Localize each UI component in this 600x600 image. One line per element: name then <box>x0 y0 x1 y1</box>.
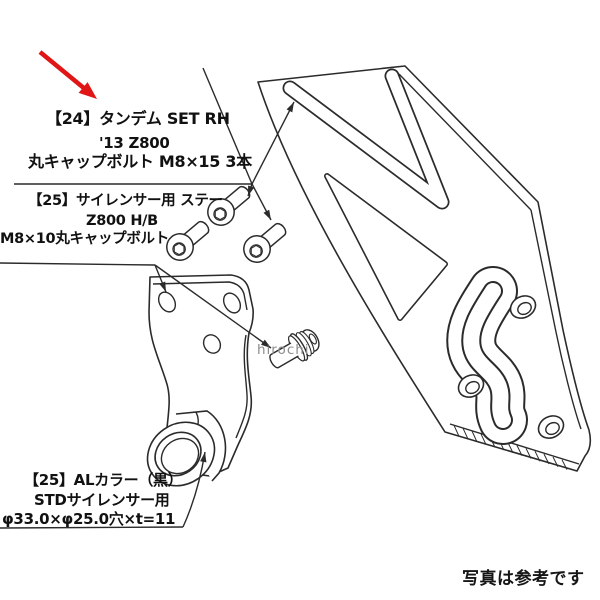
plate-edge-thickness <box>398 73 532 211</box>
leader-to-plate <box>251 101 295 185</box>
callout-24-line2: '13 Z800 <box>99 134 170 152</box>
counterbore-hole <box>509 295 537 319</box>
callout-25-collar-line1: 【25】ALカラー（黒） <box>24 471 183 489</box>
cap-bolt <box>237 215 293 269</box>
tandem-plate <box>257 65 592 472</box>
counterbore-hole <box>537 415 565 439</box>
callout-24-line3: 丸キャップボルト M8×15 3本 <box>28 152 252 171</box>
v-slot-cutout <box>282 68 450 210</box>
bracket-hole <box>202 334 222 354</box>
callout-25-collar-line3: φ33.0×φ25.0穴×t=11 <box>2 510 176 528</box>
underline-callout-25-collar <box>0 526 184 529</box>
callout-25-stay-line3: M8×10丸キャップボルト <box>0 231 169 247</box>
bracket-hole <box>222 292 242 314</box>
leader-to-bolts <box>202 67 253 185</box>
callout-25-stay-line1: 【25】サイレンサー用 ステー <box>28 193 223 209</box>
cap-bolt <box>160 213 216 267</box>
underline-callout-25-stay <box>0 262 156 266</box>
footer-note: 写真は参考です <box>462 569 585 589</box>
bracket-hole <box>157 291 177 313</box>
callout-24-line1: 【24】タンデム SET RH <box>46 109 230 128</box>
callout-25-stay-line2: Z800 H/B <box>86 213 158 229</box>
callout-25-collar-line2: STDサイレンサー用 <box>34 491 170 509</box>
red-arrow-icon <box>38 50 97 99</box>
leader-to-flange-bolt <box>154 264 272 349</box>
al-collar <box>146 410 227 487</box>
flange-bolt <box>269 329 320 369</box>
watermark: hirochi <box>257 342 310 358</box>
triangle-cutout <box>324 173 448 321</box>
counterbore-hole <box>457 374 485 398</box>
boss-pad-s-slot <box>446 266 528 445</box>
leader-lines <box>0 67 295 529</box>
